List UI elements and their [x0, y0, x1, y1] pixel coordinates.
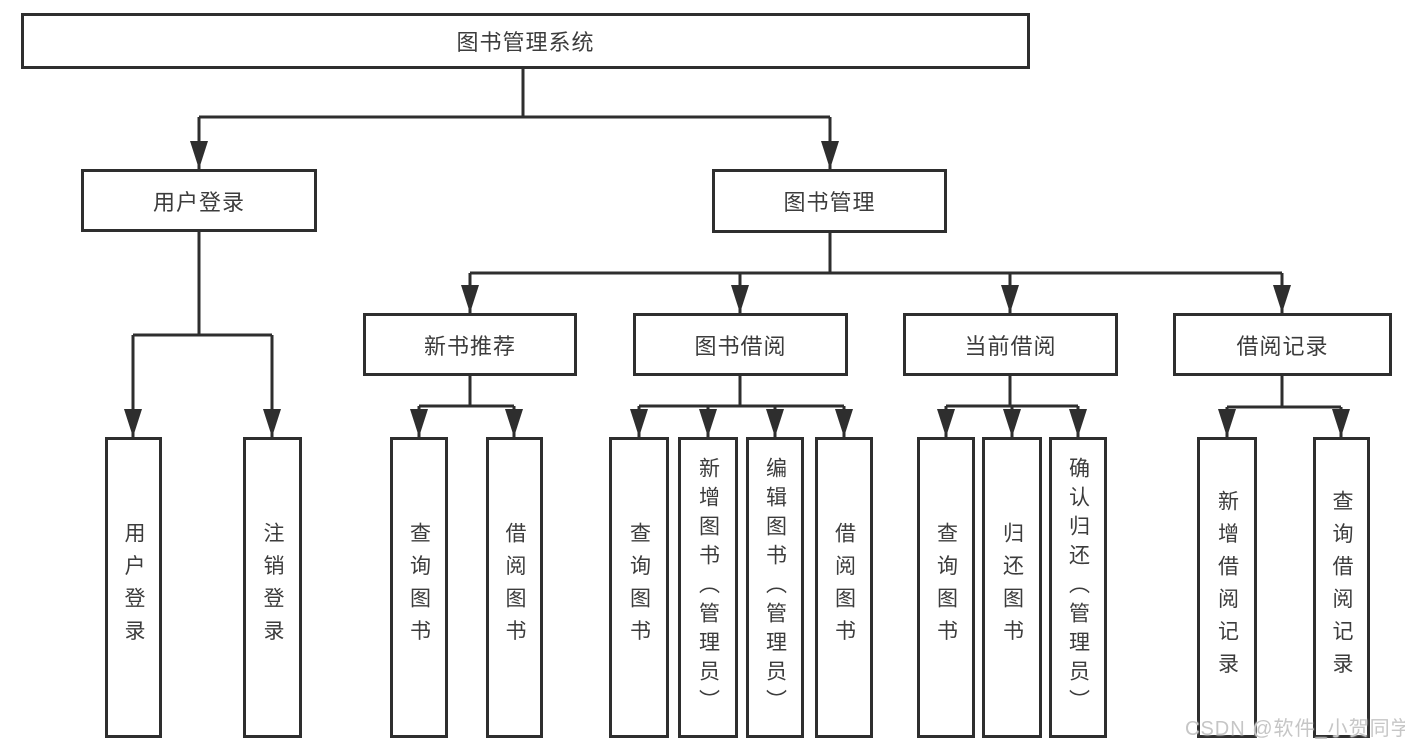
- node-library-management-system: 图书管理系统: [21, 13, 1030, 69]
- leaf-borrowing-add-book-admin: 新增图书（管理员）: [678, 437, 738, 738]
- node-new-book-recommend: 新书推荐: [363, 313, 577, 376]
- edge-book-borrowing-to-leaves: [637, 376, 846, 437]
- leaf-borrowing-borrow-book: 借阅图书: [815, 437, 873, 738]
- node-user-login: 用户登录: [81, 169, 317, 232]
- leaf-current-confirm-return-admin: 确认归还（管理员）: [1049, 437, 1107, 738]
- edge-book-management-to-modules: [468, 233, 1284, 313]
- leaf-records-add-record: 新增借阅记录: [1197, 437, 1257, 738]
- node-borrowing-records: 借阅记录: [1173, 313, 1392, 376]
- node-current-borrowing: 当前借阅: [903, 313, 1118, 376]
- leaf-recommend-query-book: 查询图书: [390, 437, 448, 738]
- arrowheads: [124, 141, 1350, 437]
- leaf-user-login: 用户登录: [105, 437, 162, 738]
- leaf-current-query-book: 查询图书: [917, 437, 975, 738]
- node-book-borrowing: 图书借阅: [633, 313, 848, 376]
- leaf-records-query-record: 查询借阅记录: [1313, 437, 1370, 738]
- leaf-borrowing-query-book: 查询图书: [609, 437, 669, 738]
- edge-user-login-to-leaves: [131, 232, 274, 437]
- edge-new-book-recommend-to-leaves: [417, 376, 516, 437]
- edge-root-to-level1: [197, 69, 832, 169]
- leaf-recommend-borrow-book: 借阅图书: [486, 437, 543, 738]
- node-book-management: 图书管理: [712, 169, 947, 233]
- leaf-current-return-book: 归还图书: [982, 437, 1042, 738]
- leaf-borrowing-edit-book-admin: 编辑图书（管理员）: [746, 437, 804, 738]
- edge-borrowing-records-to-leaves: [1225, 376, 1343, 437]
- csdn-watermark: CSDN @软件_小贺同学: [1185, 718, 1405, 740]
- leaf-logout: 注销登录: [243, 437, 302, 738]
